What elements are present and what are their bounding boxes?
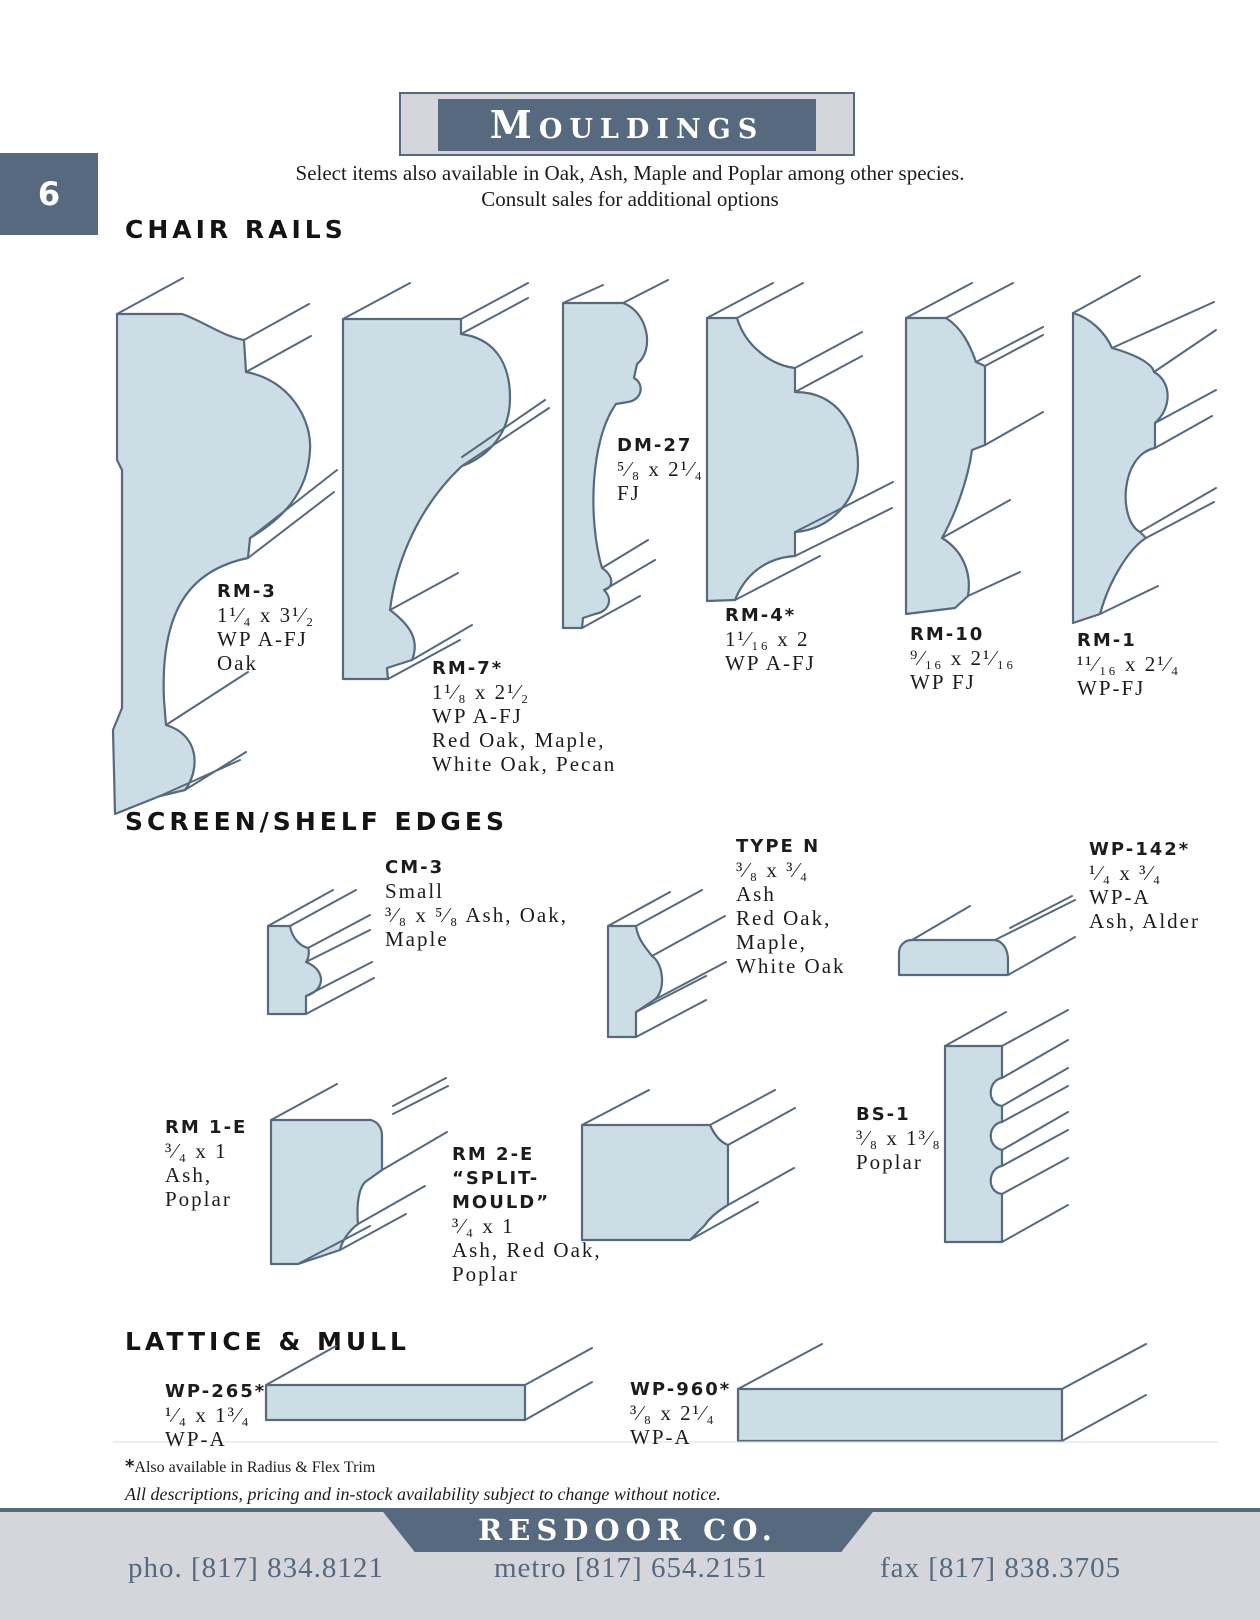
- product-size: ³⁄₄ x 1: [452, 1214, 515, 1238]
- company-name: RESDOOR CO.: [380, 1508, 876, 1552]
- product-size: 1¹⁄₄ x 3¹⁄₂: [217, 603, 316, 627]
- subtitle-line-2: Consult sales for additional options: [481, 187, 779, 211]
- profile-rm-1-e: [269, 1077, 449, 1266]
- product-grade: WP A-FJ: [725, 651, 816, 675]
- product-species: Oak: [217, 651, 258, 675]
- profile-wp-265: [264, 1345, 593, 1422]
- radius-note-text: Also available in Radius & Flex Trim: [134, 1459, 376, 1476]
- product-size: ³⁄₈ x 1³⁄₈: [856, 1126, 942, 1150]
- disclaimer: All descriptions, pricing and in-stock a…: [125, 1484, 721, 1504]
- profile-dm-27: [561, 279, 669, 630]
- product-grade: WP A-FJ: [217, 627, 308, 651]
- product-code: RM-7*: [432, 658, 504, 679]
- page-title: Mouldings: [438, 99, 816, 151]
- profile-rm-4: [705, 282, 894, 603]
- product-species: Poplar: [856, 1150, 923, 1174]
- subtitle-line-1: Select items also available in Oak, Ash,…: [295, 161, 965, 185]
- product-grade: FJ: [617, 481, 641, 505]
- product-code: RM-4*: [725, 605, 797, 626]
- radius-note: *Also available in Radius & Flex Trim: [125, 1456, 375, 1477]
- product-size: ³⁄₈ x ⁵⁄₈: [385, 903, 460, 927]
- section-lattice-mull: LATTICE & MULL: [125, 1327, 410, 1356]
- label-rm-1-e: RM 1-E ³⁄₄ x 1 Ash, Poplar: [165, 1117, 247, 1211]
- label-dm-27: DM-27 ⁵⁄₈ x 2¹⁄₄ FJ: [617, 435, 704, 505]
- product-species: Red Oak, Maple,: [432, 728, 606, 752]
- product-code: RM 2-E: [452, 1144, 535, 1165]
- phone-number: pho. [817] 834.8121: [128, 1552, 384, 1584]
- label-cm-3: CM-3 Small ³⁄₈ x ⁵⁄₈ Ash, Oak, Maple: [385, 857, 568, 951]
- product-species: Ash, Oak,: [465, 903, 568, 927]
- label-rm-4: RM-4* 1¹⁄₁₆ x 2 WP A-FJ: [725, 605, 816, 675]
- profile-rm-10: [904, 282, 1044, 616]
- product-code: BS-1: [856, 1104, 911, 1125]
- product-code: RM-1: [1077, 630, 1137, 651]
- product-species: Ash, Alder: [1089, 909, 1200, 933]
- profile-wp-960: [736, 1343, 1147, 1443]
- label-rm-10: RM-10 ⁹⁄₁₆ x 2¹⁄₁₆ WP FJ: [910, 624, 1015, 694]
- product-code: WP-960*: [630, 1379, 732, 1400]
- product-size: ⁹⁄₁₆ x 2¹⁄₁₆: [910, 646, 1016, 670]
- label-bs-1: BS-1 ³⁄₈ x 1³⁄₈ Poplar: [856, 1104, 942, 1174]
- label-rm-7: RM-7* 1¹⁄₈ x 2¹⁄₂ WP A-FJ Red Oak, Maple…: [432, 658, 616, 776]
- product-species: Maple: [385, 927, 449, 951]
- label-rm-2-e: RM 2-E “SPLIT- MOULD” ³⁄₄ x 1 Ash, Red O…: [452, 1144, 602, 1286]
- section-screen-shelf-edges: SCREEN/SHELF EDGES: [125, 807, 508, 836]
- product-species: Red Oak,: [736, 906, 832, 930]
- product-code-line-3: MOULD”: [452, 1192, 551, 1213]
- product-size: 1¹⁄₈ x 2¹⁄₂: [432, 680, 531, 704]
- profile-rm-1: [1071, 275, 1217, 625]
- product-grade: WP-A: [165, 1427, 227, 1451]
- product-species: Ash, Red Oak,: [452, 1238, 602, 1262]
- product-description: Small: [385, 879, 445, 903]
- product-code: RM-3: [217, 581, 277, 602]
- profile-type-n: [606, 889, 727, 1039]
- product-code: CM-3: [385, 857, 445, 878]
- product-grade: WP-A: [1089, 885, 1151, 909]
- product-code: TYPE N: [736, 836, 821, 857]
- product-code: RM 1-E: [165, 1117, 248, 1138]
- product-size: 1¹⁄₁₆ x 2: [725, 627, 810, 651]
- label-rm-1: RM-1 ¹¹⁄₁₆ x 2¹⁄₄ WP-FJ: [1077, 630, 1180, 700]
- product-grade: WP A-FJ: [432, 704, 523, 728]
- section-chair-rails: CHAIR RAILS: [125, 215, 347, 244]
- product-code: RM-10: [910, 624, 985, 645]
- product-size: ³⁄₄ x 1: [165, 1139, 228, 1163]
- product-grade: WP-A: [630, 1425, 692, 1449]
- profile-rm-3: [111, 277, 338, 816]
- label-wp-960: WP-960* ³⁄₈ x 2¹⁄₄ WP-A: [630, 1379, 731, 1449]
- product-size: ³⁄₈ x 2¹⁄₄: [630, 1401, 716, 1425]
- profile-rm-2-e: [580, 1089, 796, 1242]
- fax-number: fax [817] 838.3705: [880, 1552, 1122, 1584]
- profile-rm-7: [341, 282, 550, 681]
- profile-wp-142: [897, 895, 1076, 977]
- product-species: White Oak, Pecan: [432, 752, 617, 776]
- product-size: ¹¹⁄₁₆ x 2¹⁄₄: [1077, 652, 1181, 676]
- product-species: Poplar: [452, 1262, 519, 1286]
- asterisk: *: [125, 1456, 135, 1477]
- product-grade: WP FJ: [910, 670, 976, 694]
- product-species: Ash,: [165, 1163, 213, 1187]
- page-number-tab: 6: [0, 153, 98, 235]
- product-code: WP-265*: [165, 1381, 267, 1402]
- label-type-n: TYPE N ³⁄₈ x ³⁄₄ Ash Red Oak, Maple, Whi…: [736, 836, 846, 978]
- product-species: Ash: [736, 882, 776, 906]
- product-code-line-2: “SPLIT-: [452, 1168, 540, 1189]
- product-species: White Oak: [736, 954, 846, 978]
- product-species: Maple,: [736, 930, 807, 954]
- label-rm-3: RM-3 1¹⁄₄ x 3¹⁄₂ WP A-FJ Oak: [217, 581, 315, 675]
- product-grade: WP-FJ: [1077, 676, 1146, 700]
- profile-cm-3: [266, 889, 375, 1016]
- label-wp-265: WP-265* ¹⁄₄ x 1³⁄₄ WP-A: [165, 1381, 266, 1451]
- product-size: ³⁄₈ x ³⁄₄: [736, 858, 810, 882]
- label-wp-142: WP-142* ¹⁄₄ x ³⁄₄ WP-A Ash, Alder: [1089, 839, 1200, 933]
- product-code: WP-142*: [1089, 839, 1191, 860]
- metro-number: metro [817] 654.2151: [494, 1552, 768, 1584]
- product-size: ⁵⁄₈ x 2¹⁄₄: [617, 457, 704, 481]
- product-species: Poplar: [165, 1187, 232, 1211]
- product-size: ¹⁄₄ x 1³⁄₄: [165, 1403, 251, 1427]
- product-size: ¹⁄₄ x ³⁄₄: [1089, 861, 1163, 885]
- product-code: DM-27: [617, 435, 693, 456]
- profile-bs-1: [943, 1009, 1069, 1244]
